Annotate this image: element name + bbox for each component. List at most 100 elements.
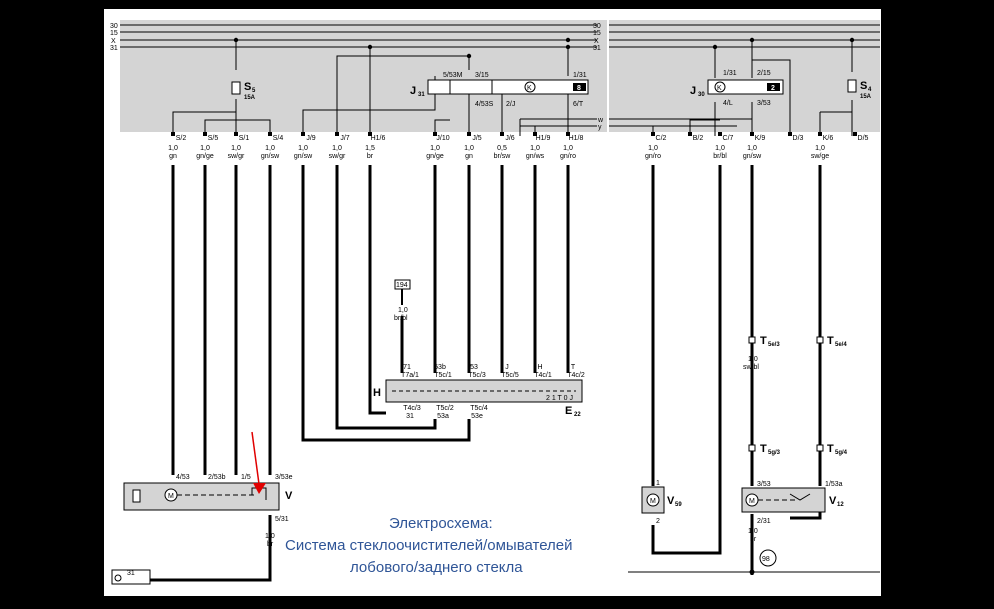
rail-label-15-left: 15: [110, 30, 118, 37]
relay-j31-box-label: 8: [577, 85, 581, 92]
motor-v12-number: 12: [837, 502, 844, 508]
rail-label-31-left: 31: [110, 45, 118, 52]
wire-color-label: gn: [465, 153, 473, 160]
wire-gauge-label: 1,0: [298, 145, 308, 152]
wire-color-label: br/bl: [713, 153, 727, 160]
relay-j31-box: [573, 83, 586, 91]
switch-e22-pin-terminal: T5c/4: [470, 405, 488, 412]
connector-t5g3-sub: 5g/3: [768, 450, 781, 456]
ground-31-label: 31: [127, 570, 135, 577]
wire-gauge-label: 1,0: [747, 145, 757, 152]
wire-gauge-label: 1,0: [563, 145, 573, 152]
rail-label-15-right: 15: [593, 30, 601, 37]
switch-e22-pin-function: H: [537, 364, 542, 371]
red-arrow-icon: [253, 483, 266, 494]
connector-t5e4-sub: 5e/4: [835, 342, 847, 348]
fuse-s5: [231, 81, 241, 95]
rail-label-w: w: [597, 117, 604, 124]
ground-dot-right: [749, 569, 755, 575]
fuse-s4-rating: 15A: [860, 94, 872, 100]
relay-j30-box: [767, 83, 780, 91]
connector-t5g3-letter: T: [760, 443, 767, 455]
ground-31-box: [111, 569, 151, 585]
fuse-s4-letter: S: [860, 80, 867, 92]
connector-pin-mark: [566, 132, 570, 136]
switch-e22-ref: 194: [396, 282, 408, 289]
panel-internal-wiring: [172, 40, 853, 136]
wire-color-label: br/sw: [494, 153, 512, 160]
connector-pin-mark: [750, 132, 754, 136]
connector-pin-label: J/9: [306, 135, 315, 142]
relay-j31-contact: [449, 79, 493, 95]
connector-pin-label: C/2: [656, 135, 667, 142]
connector-pin-mark: [467, 132, 471, 136]
relay-j30-pin-3-53: 3/53: [757, 100, 771, 107]
motor-v59-m: M: [650, 498, 656, 505]
wire-gauge-label: 1,0: [815, 145, 825, 152]
motor-v12-pin-1-53a: 1/53a: [825, 481, 843, 488]
rail-label-30-left: 30: [110, 23, 118, 30]
switch-e22-pin-function: 53e: [471, 413, 483, 420]
connector-pin-mark: [171, 132, 175, 136]
connector-pin-label: D/5: [858, 135, 869, 142]
wire-color-label: gn/ge: [196, 153, 214, 160]
wire-gauge-label: 1,0: [648, 145, 658, 152]
switch-e22-pin-terminal: T7a/1: [401, 372, 419, 379]
wire-gauge-label: 1,5: [365, 145, 375, 152]
connector-t5e3-sub: 5e/3: [768, 342, 780, 348]
right-relay-panel: [609, 20, 880, 132]
switch-e22-pin-terminal: T4c/1: [534, 372, 552, 379]
connector-pin-label: J/6: [505, 135, 514, 142]
relay-j31-number: 31: [418, 92, 425, 98]
switch-e22-h-label: H: [373, 387, 381, 399]
wire-color-label: gn/ge: [426, 153, 444, 160]
connector-pin-label: J/5: [472, 135, 481, 142]
connector-pin-label: K/9: [755, 135, 766, 142]
relay-j31-k: K: [527, 85, 532, 92]
wire-color-label: sw/gr: [329, 153, 346, 160]
switch-e22-pin-function: 31: [406, 413, 414, 420]
connector-pin-label: K/6: [823, 135, 834, 142]
fuse-s5-rating: 15A: [244, 95, 256, 101]
switch-e22-positions: 2 1 T 0 J: [546, 395, 573, 402]
wire-color-label: gn/ro: [645, 153, 661, 160]
red-arrow-shaft: [251, 431, 260, 485]
switch-e22-ref-gauge: 1,0: [398, 307, 408, 314]
fuse-s5-letter: S: [244, 81, 251, 93]
rail-label-x-right: X: [594, 38, 599, 45]
connector-pin-mark: [533, 132, 537, 136]
connector-pin-mark: [818, 132, 822, 136]
connector-pin-mark: [500, 132, 504, 136]
relay-j31: [427, 79, 589, 95]
motor-v-capacitor: [132, 489, 141, 503]
relay-j31-pin-1-31: 1/31: [573, 72, 587, 79]
connector-pin-label: J/10: [436, 135, 449, 142]
wire-gauge-label: 1,0: [332, 145, 342, 152]
connector-pin-mark: [234, 132, 238, 136]
connector-pin-label: H1/9: [536, 135, 551, 142]
connector-pin-label: S/1: [239, 135, 250, 142]
motor-v12-ground-color: br: [750, 536, 757, 543]
mid-wire-gauge: 1,0: [748, 356, 758, 363]
motor-v12-letter: V: [829, 495, 837, 507]
wire-color-label: sw/gr: [228, 153, 245, 160]
connector-pin-label: S/5: [208, 135, 219, 142]
ground-ref-98: 98: [762, 556, 770, 563]
relay-j30-pin-2-15: 2/15: [757, 70, 771, 77]
motor-v-pin-2-53b: 2/53b: [208, 474, 226, 481]
motor-v-name: V: [285, 490, 293, 502]
harness-wires: [150, 165, 822, 582]
relay-j30-box-label: 2: [771, 85, 775, 92]
switch-e22-pin-function: 53b: [434, 364, 446, 371]
motor-v-pin-3-53e: 3/53e: [275, 474, 293, 481]
rail-label-31-right: 31: [593, 45, 601, 52]
relay-j31-pin-5-53m: 5/53M: [443, 72, 463, 79]
switch-e22-pin-function: 53a: [437, 413, 449, 420]
connector-pin-mark: [651, 132, 655, 136]
motor-v59-pin-2: 2: [656, 518, 660, 525]
motor-v59-pin-1: 1: [656, 480, 660, 487]
relay-j31-pin-2-j: 2/J: [506, 101, 515, 108]
relay-j30-number: 30: [698, 92, 705, 98]
ground-icon: [114, 574, 122, 582]
